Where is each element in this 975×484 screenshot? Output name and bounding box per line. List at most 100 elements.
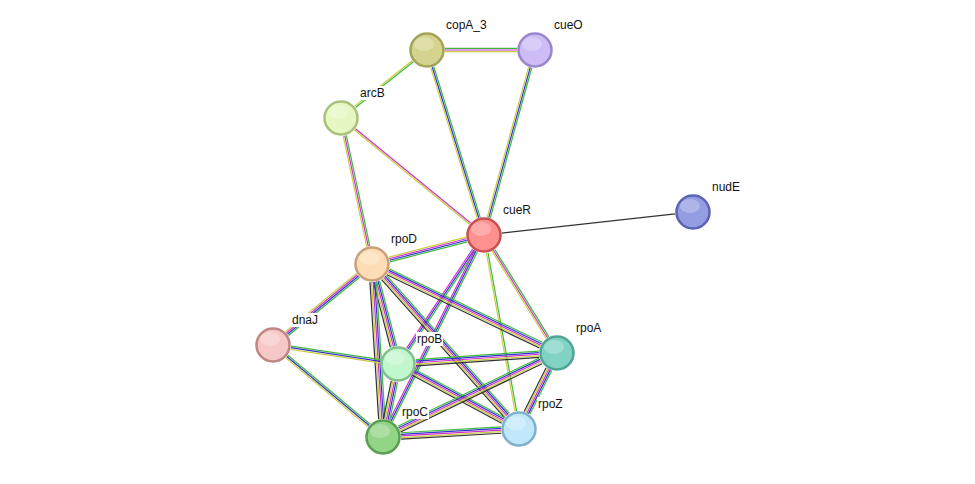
node-disc xyxy=(325,102,358,135)
evidence-stroke xyxy=(401,364,543,432)
node-highlight xyxy=(544,340,564,354)
evidence-stroke xyxy=(287,276,358,334)
protein-circle xyxy=(517,32,553,68)
node-disc xyxy=(677,196,710,229)
evidence-stroke xyxy=(409,251,475,350)
protein-label: arcB xyxy=(359,86,386,100)
evidence-stroke xyxy=(416,357,539,366)
node-highlight xyxy=(328,105,348,119)
protein-label: rpoA xyxy=(575,321,602,335)
evidence-stroke xyxy=(291,346,380,360)
protein-node: cueR xyxy=(466,217,502,253)
protein-node: dnaJ xyxy=(255,327,291,363)
evidence-stroke xyxy=(355,129,470,223)
evidence-stroke xyxy=(287,357,369,426)
protein-node: rpoC xyxy=(365,419,401,455)
evidence-stroke xyxy=(346,135,370,246)
protein-label: cueO xyxy=(553,18,584,32)
evidence-stroke xyxy=(434,67,480,218)
node-disc xyxy=(367,421,400,454)
evidence-stroke xyxy=(288,277,359,335)
protein-circle xyxy=(255,327,291,363)
protein-label: cueR xyxy=(502,203,532,217)
interaction-edge xyxy=(354,129,470,224)
protein-node: nudE xyxy=(675,194,711,230)
evidence-stroke xyxy=(378,281,395,346)
interaction-edge xyxy=(445,48,517,51)
evidence-stroke xyxy=(370,282,379,419)
interaction-edge xyxy=(382,275,510,417)
node-disc xyxy=(411,34,444,67)
evidence-stroke xyxy=(343,136,367,247)
evidence-stroke xyxy=(399,361,541,429)
protein-circle xyxy=(365,419,401,455)
node-disc xyxy=(468,219,501,252)
protein-label: dnaJ xyxy=(291,313,319,327)
node-disc xyxy=(503,413,536,446)
protein-label: rpoZ xyxy=(537,397,564,411)
interaction-edge xyxy=(285,274,359,336)
evidence-stroke xyxy=(377,281,394,346)
node-highlight xyxy=(506,416,526,430)
interaction-edge xyxy=(291,346,381,363)
protein-circle xyxy=(466,217,502,253)
evidence-stroke xyxy=(445,51,517,52)
node-highlight xyxy=(260,332,280,346)
protein-label: rpoD xyxy=(390,232,418,246)
evidence-stroke xyxy=(400,362,542,430)
evidence-stroke xyxy=(385,381,393,419)
interaction-edge xyxy=(416,351,540,366)
evidence-stroke xyxy=(382,280,505,418)
node-highlight xyxy=(414,37,434,51)
evidence-stroke xyxy=(487,67,528,217)
interaction-edge xyxy=(355,61,414,108)
protein-label: nudE xyxy=(711,180,741,194)
evidence-stroke xyxy=(345,136,369,247)
node-disc xyxy=(356,248,389,281)
protein-node: rpoB xyxy=(380,346,416,382)
interaction-edge xyxy=(487,67,532,218)
evidence-stroke xyxy=(354,130,469,224)
interaction-edge xyxy=(401,427,501,439)
protein-label: copA_3 xyxy=(445,18,488,32)
evidence-stroke xyxy=(383,381,391,419)
node-disc xyxy=(541,337,574,370)
protein-circle xyxy=(380,346,416,382)
protein-circle xyxy=(501,411,537,447)
node-highlight xyxy=(359,251,379,265)
evidence-stroke xyxy=(390,269,543,342)
protein-node: rpoZ xyxy=(501,411,537,447)
protein-label: rpoC xyxy=(401,405,429,419)
protein-node: rpoA xyxy=(539,335,575,371)
interaction-edge xyxy=(343,135,370,246)
interaction-edge xyxy=(431,67,480,219)
evidence-stroke xyxy=(286,275,357,333)
node-highlight xyxy=(370,424,390,438)
node-highlight xyxy=(522,37,542,51)
evidence-stroke xyxy=(416,356,539,365)
protein-label: rpoB xyxy=(416,332,443,346)
evidence-stroke xyxy=(445,48,517,49)
evidence-stroke xyxy=(372,282,381,419)
interaction-edge xyxy=(286,355,370,426)
node-disc xyxy=(519,34,552,67)
protein-node: rpoD xyxy=(354,246,390,282)
protein-circle xyxy=(354,246,390,282)
protein-circle xyxy=(323,100,359,136)
node-disc xyxy=(382,348,415,381)
node-highlight xyxy=(471,222,491,236)
node-highlight xyxy=(680,199,700,213)
protein-node: arcB xyxy=(323,100,359,136)
evidence-stroke xyxy=(432,67,478,218)
protein-circle xyxy=(409,32,445,68)
evidence-stroke xyxy=(285,274,356,332)
evidence-stroke xyxy=(489,67,530,217)
interaction-edge xyxy=(383,381,397,420)
evidence-stroke xyxy=(291,349,380,363)
protein-node: copA_3 xyxy=(409,32,445,68)
node-highlight xyxy=(385,351,405,365)
protein-node: cueO xyxy=(517,32,553,68)
interaction-edge xyxy=(398,358,542,432)
node-disc xyxy=(257,329,290,362)
